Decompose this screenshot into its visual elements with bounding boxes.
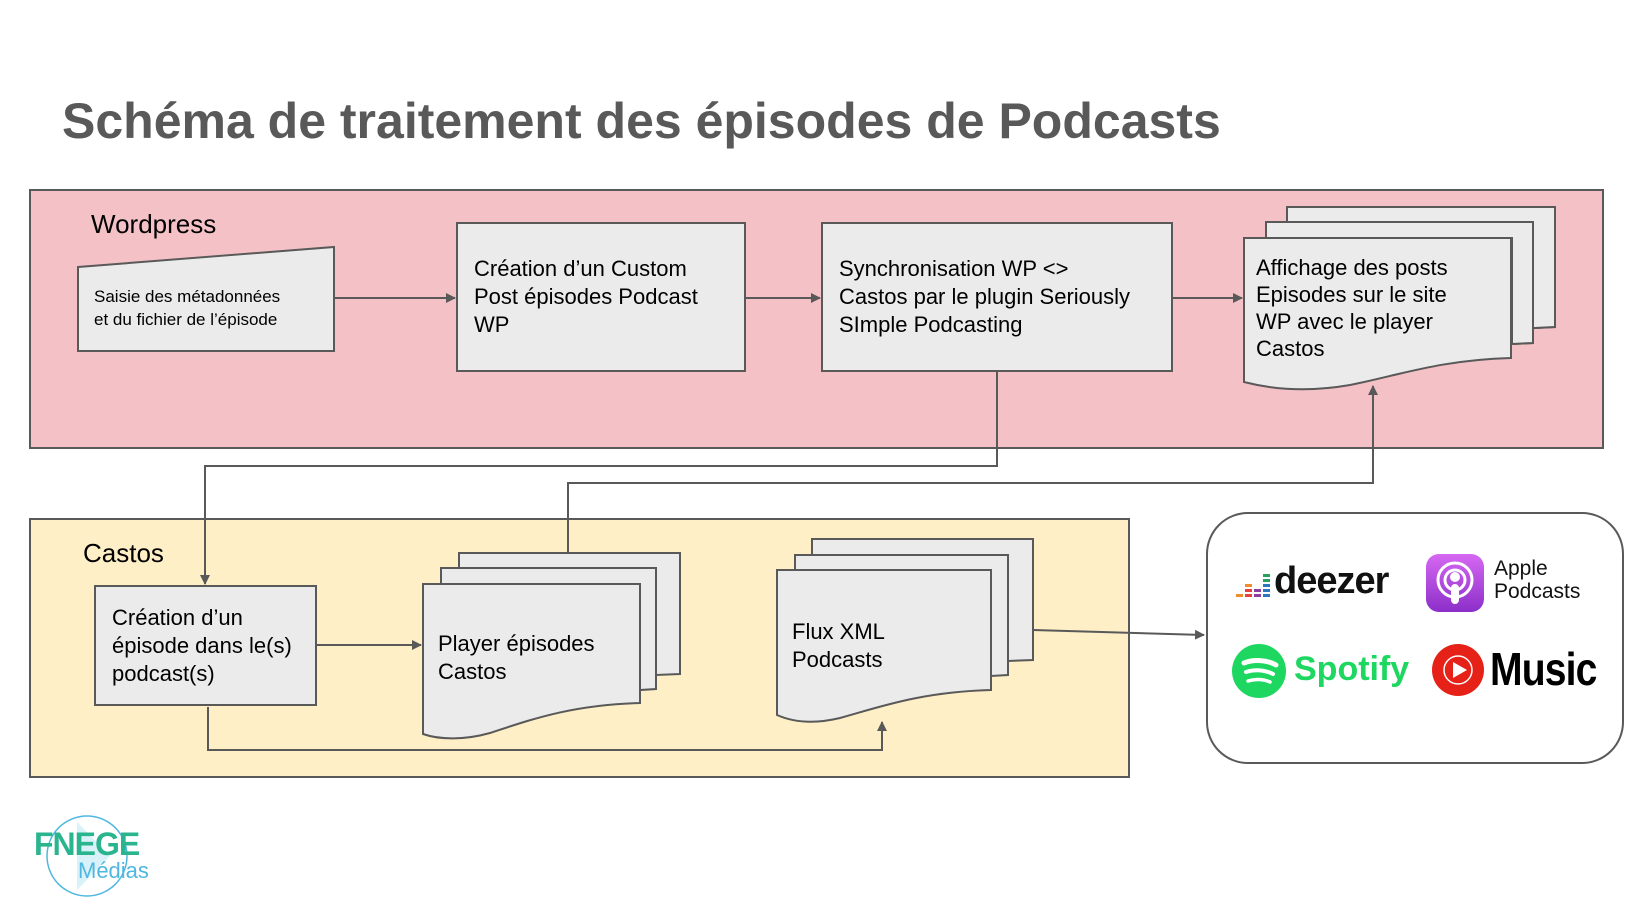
youtube-music-logo: Music bbox=[1432, 643, 1597, 701]
apple-wordmark-line-2: Podcasts bbox=[1494, 580, 1581, 603]
sync-line-3: SImple Podcasting bbox=[839, 312, 1023, 337]
page-title: Schéma de traitement des épisodes de Pod… bbox=[62, 93, 1221, 149]
xml-feed-line-1: Flux XML bbox=[792, 619, 885, 644]
player-doc-stack bbox=[422, 552, 681, 740]
create-episode-line-3: podcast(s) bbox=[112, 660, 215, 686]
custom-post-line-1: Création d’un Custom bbox=[474, 256, 687, 281]
arrow-player-to-display bbox=[567, 385, 1378, 553]
display-line-3: WP avec le player bbox=[1256, 309, 1433, 334]
spotify-icon bbox=[1232, 644, 1286, 698]
apple-podcasts-icon bbox=[1426, 554, 1484, 612]
castos-lane-label: Castos bbox=[83, 538, 164, 568]
deezer-logo: deezer bbox=[1236, 560, 1389, 603]
sync-line-1: Synchronisation WP <> bbox=[839, 256, 1069, 281]
youtube-music-wordmark: Music bbox=[1490, 643, 1597, 695]
apple-podcasts-logo: Apple Podcasts bbox=[1426, 554, 1580, 617]
platforms-box: deezer Apple Podcasts bbox=[1206, 512, 1624, 764]
display-doc-stack bbox=[1243, 206, 1556, 391]
create-episode-box: Création d’un épisode dans le(s) podcast… bbox=[94, 585, 317, 706]
apple-wordmark-line-1: Apple bbox=[1494, 557, 1548, 580]
input-line-1: Saisie des métadonnées bbox=[94, 287, 281, 306]
sync-line-2: Castos par le plugin Seriously bbox=[839, 284, 1131, 309]
xml-doc-stack bbox=[776, 538, 1034, 723]
input-text: Saisie des métadonnées et du fichier de … bbox=[94, 285, 280, 331]
medias-wordmark: Médias bbox=[78, 858, 149, 883]
display-line-2: Episodes sur le site bbox=[1256, 282, 1447, 307]
player-line-1: Player épisodes bbox=[438, 631, 595, 656]
player-line-2: Castos bbox=[438, 659, 507, 684]
display-line-1: Affichage des posts bbox=[1256, 255, 1448, 280]
xml-feed-line-2: Podcasts bbox=[792, 647, 883, 672]
spotify-logo: Spotify bbox=[1232, 644, 1409, 703]
wordpress-lane-label: Wordpress bbox=[91, 209, 217, 239]
custom-post-box: Création d’un Custom Post épisodes Podca… bbox=[456, 222, 746, 372]
custom-post-line-3: WP bbox=[474, 312, 510, 337]
create-episode-line-1: Création d’un bbox=[112, 604, 243, 630]
input-shape bbox=[77, 245, 335, 352]
custom-post-line-2: Post épisodes Podcast bbox=[474, 284, 698, 309]
fnege-circle-icon bbox=[46, 815, 128, 897]
fnege-wordmark: FNEGE bbox=[34, 826, 140, 862]
deezer-equalizer-icon bbox=[1236, 574, 1270, 597]
spotify-wordmark: Spotify bbox=[1294, 650, 1410, 688]
fnege-medias-logo: FNEGE Médias bbox=[32, 810, 162, 900]
arrow-xml-to-platforms bbox=[1032, 629, 1205, 640]
player-text: Player épisodes Castos bbox=[438, 630, 595, 686]
xml-feed-text: Flux XML Podcasts bbox=[792, 618, 885, 674]
deezer-wordmark: deezer bbox=[1274, 560, 1389, 602]
sync-box: Synchronisation WP <> Castos par le plug… bbox=[821, 222, 1173, 372]
arrow-sync-to-create-episode bbox=[200, 372, 998, 585]
create-episode-line-2: épisode dans le(s) bbox=[112, 632, 292, 658]
apple-podcasts-wordmark: Apple Podcasts bbox=[1494, 557, 1580, 603]
display-text: Affichage des posts Episodes sur le site… bbox=[1256, 254, 1448, 362]
arrow-create-episode-to-xml bbox=[207, 707, 887, 751]
display-line-4: Castos bbox=[1256, 336, 1325, 361]
input-line-2: et du fichier de l’épisode bbox=[94, 310, 278, 329]
youtube-music-icon bbox=[1432, 644, 1484, 696]
